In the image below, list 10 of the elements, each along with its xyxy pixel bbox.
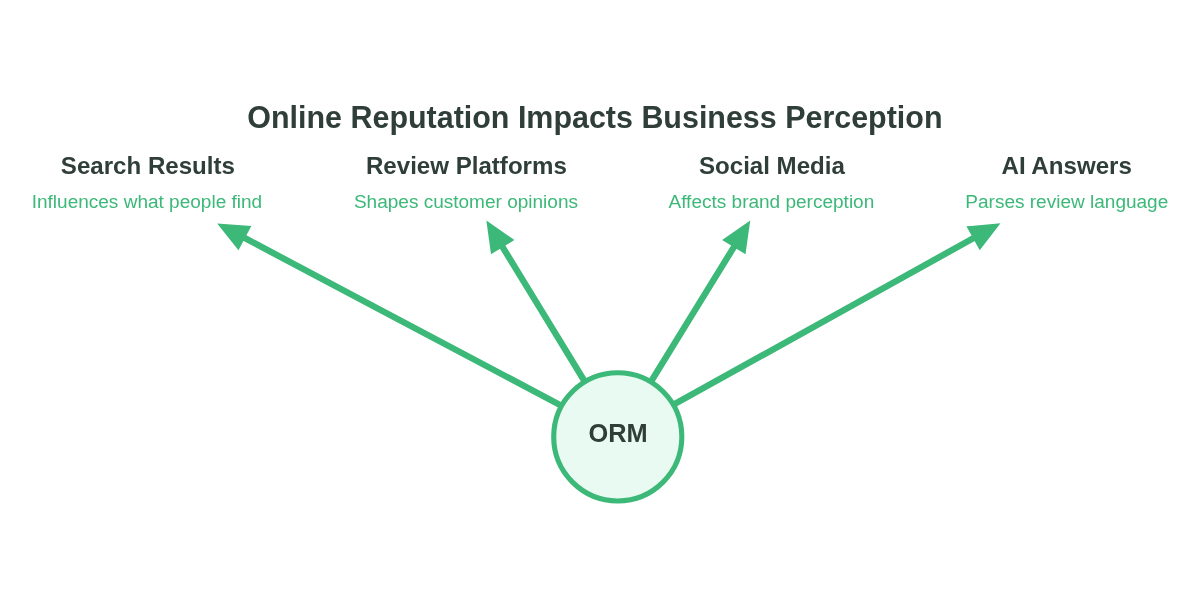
arrow [217,222,563,409]
arrow [486,219,588,383]
node-text: Search Results Influences what people find [31,151,263,212]
arrow [648,219,751,383]
node-text: Review Platforms Shapes customer opinions [353,151,578,212]
node-circle: ORM [551,369,685,503]
diagram-title: Online Reputation Impacts Business Perception [247,99,943,134]
node-text: AI Answers Parses review language [965,151,1169,212]
arrow [671,222,1001,408]
node-text: Social Media Affects brand perception [668,151,875,212]
